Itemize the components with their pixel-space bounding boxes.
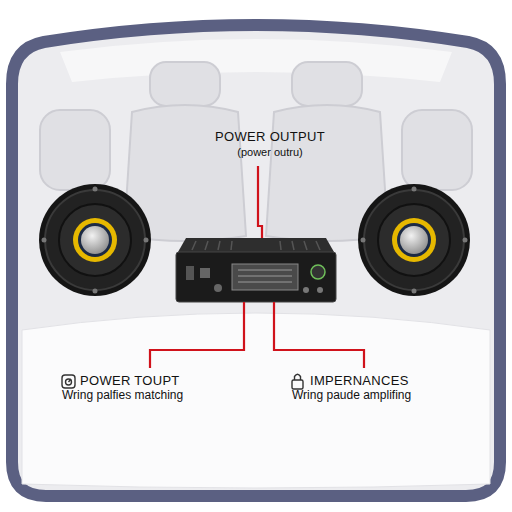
floor — [22, 313, 490, 488]
callout-title: POWER TOUPT — [80, 374, 180, 389]
callout-subtitle: Wring paude amplifing — [292, 389, 411, 403]
callout-subtitle: Wring palfies matching — [62, 389, 183, 403]
windshield — [60, 39, 452, 82]
leader-lines — [150, 166, 364, 368]
left-speaker — [39, 184, 151, 296]
car-frame — [12, 25, 500, 496]
callout-title: IMPERNANCES — [310, 374, 409, 389]
amplifier — [176, 238, 336, 302]
lock-icon — [292, 374, 303, 389]
callout-subtitle: (power outru) — [237, 146, 302, 159]
callout-title: POWER OUTPUT — [215, 130, 325, 145]
gauge-icon — [62, 375, 75, 388]
right-speaker — [358, 184, 470, 296]
